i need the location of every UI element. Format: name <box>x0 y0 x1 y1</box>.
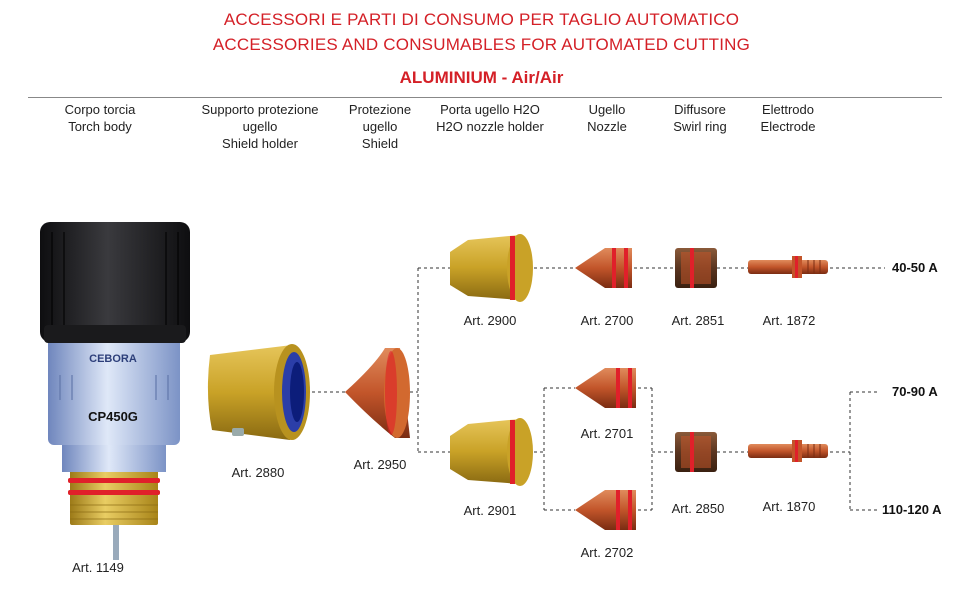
column-torch-body: Corpo torcia Torch body <box>64 102 136 134</box>
header-divider <box>28 97 942 98</box>
column-shield-holder: Supporto protezione ugello Shield holder <box>201 102 319 151</box>
nozzle-holder-2901 <box>450 418 533 486</box>
torch-blue-body <box>48 335 180 445</box>
torch-oring-1 <box>68 478 160 483</box>
swirl-ring-2850 <box>675 432 717 472</box>
label-art-2880: Art. 2880 <box>231 465 285 480</box>
column-swirl-ring: Diffusore Swirl ring <box>673 102 727 134</box>
current-70-90: 70-90 A <box>892 384 938 399</box>
shield-2950 <box>345 348 410 438</box>
torch-black-cap <box>40 222 190 342</box>
label-art-1870: Art. 1870 <box>762 499 816 514</box>
title-english: ACCESSORIES AND CONSUMABLES FOR AUTOMATE… <box>212 35 751 54</box>
torch-lower-ring <box>62 440 166 472</box>
label-art-2702: Art. 2702 <box>580 545 634 560</box>
label-art-2700: Art. 2700 <box>580 313 634 328</box>
nozzle-2701 <box>575 368 636 408</box>
title-italian: ACCESSORI E PARTI DI CONSUMO PER TAGLIO … <box>223 10 740 29</box>
torch-oring-2 <box>68 490 160 495</box>
swirl-ring-2851 <box>675 248 717 288</box>
electrode-1870 <box>748 440 828 462</box>
column-nozzle-holder: Porta ugello H2O H2O nozzle holder <box>436 102 544 134</box>
nozzle-holder-2900 <box>450 234 533 302</box>
nozzle-2700 <box>575 248 632 288</box>
torch-body <box>40 222 190 560</box>
label-art-1872: Art. 1872 <box>762 313 816 328</box>
column-nozzle: Ugello Nozzle <box>587 102 627 134</box>
shield-holder-2880 <box>207 344 310 440</box>
subtitle: ALUMINIUM - Air/Air <box>399 68 564 87</box>
label-art-2851: Art. 2851 <box>671 313 725 328</box>
torch-rod <box>113 520 119 560</box>
current-110-120: 110-120 A <box>882 502 942 517</box>
label-art-2900: Art. 2900 <box>463 313 517 328</box>
label-art-2950: Art. 2950 <box>353 457 407 472</box>
torch-thread <box>70 470 158 525</box>
connector-lines <box>312 267 885 511</box>
label-art-2701: Art. 2701 <box>580 426 634 441</box>
label-art-2850: Art. 2850 <box>671 501 725 516</box>
label-art-1149: Art. 1149 <box>72 560 124 575</box>
torch-model: CP450G <box>88 409 138 424</box>
label-art-2901: Art. 2901 <box>463 503 517 518</box>
column-electrode: Elettrodo Electrode <box>760 102 816 134</box>
nozzle-2702 <box>575 490 636 530</box>
current-40-50: 40-50 A <box>892 260 938 275</box>
electrode-1872 <box>748 256 828 278</box>
torch-brand: CEBORA <box>89 353 137 365</box>
column-shield: Protezione ugello Shield <box>348 102 412 151</box>
